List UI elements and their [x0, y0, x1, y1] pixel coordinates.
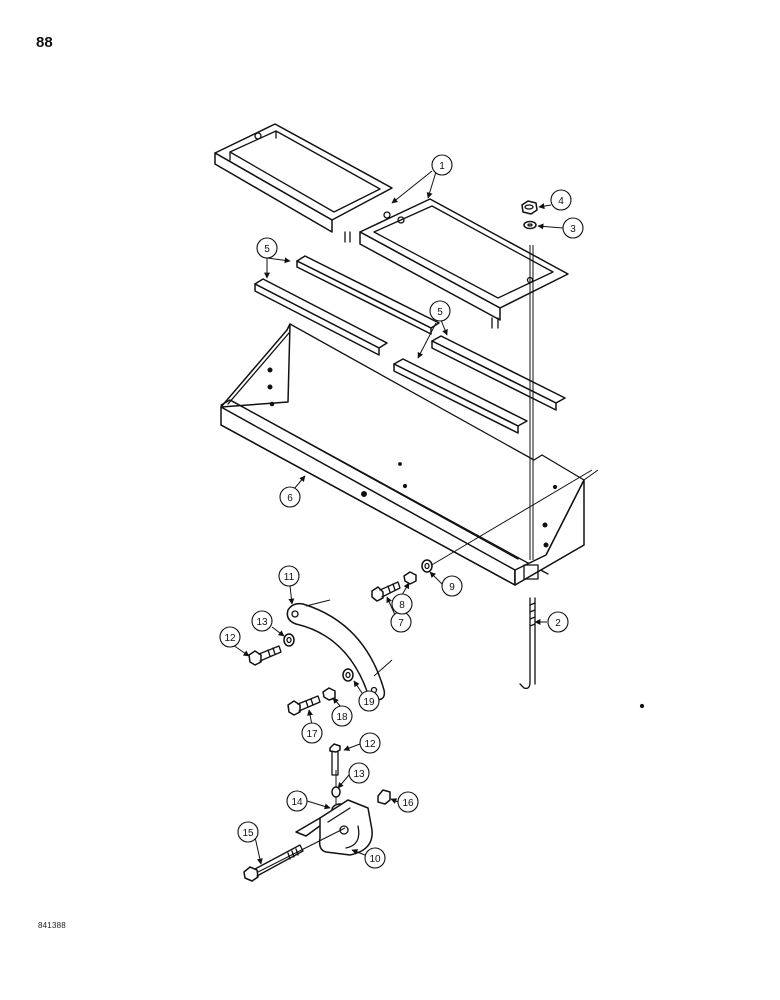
callout-label: 13 [256, 617, 268, 628]
callout-label: 14 [291, 797, 303, 808]
callout-label: 11 [284, 572, 295, 583]
callout-label: 6 [287, 493, 293, 504]
callout-13-lower: 13 [348, 762, 370, 784]
step-tread-left [214, 123, 393, 243]
callout-2: 2 [547, 611, 569, 633]
callout-label: 5 [437, 307, 443, 318]
callout-label: 12 [224, 633, 236, 644]
callout-label: 16 [402, 798, 414, 809]
callout-label: 15 [242, 828, 254, 839]
step-box [220, 323, 599, 586]
callout-16: 16 [397, 791, 419, 813]
callout-9: 9 [441, 575, 463, 597]
callout-label: 5 [264, 244, 270, 255]
box-bolt-set [371, 469, 593, 602]
callout-3: 3 [562, 217, 584, 239]
bracket-bolt-set [287, 668, 354, 716]
callout-15: 15 [237, 821, 259, 843]
hardware-rod [519, 200, 538, 690]
callout-label: 17 [306, 729, 318, 740]
callout-7: 7 [390, 611, 412, 633]
callout-17: 17 [301, 722, 323, 744]
drawing-code: 841388 [38, 921, 66, 930]
callout-11: 11 [278, 565, 300, 587]
callout-label: 8 [399, 600, 405, 611]
callout-label: 3 [570, 224, 576, 235]
page-number: 88 [36, 34, 53, 51]
callout-6: 6 [279, 486, 301, 508]
callout-label: 12 [364, 739, 376, 750]
callout-label: 18 [336, 712, 348, 723]
callout-label: 13 [353, 769, 365, 780]
callout-label: 19 [363, 697, 375, 708]
callout-label: 10 [369, 854, 381, 865]
wear-strips [254, 255, 566, 434]
callout-label: 1 [439, 161, 445, 172]
callout-18: 18 [331, 705, 353, 727]
callout-13-upper: 13 [251, 610, 273, 632]
callout-12-upper: 12 [219, 626, 241, 648]
callout-label: 7 [398, 618, 404, 629]
mounting-bracket [243, 743, 391, 882]
callout-14: 14 [286, 790, 308, 812]
callout-8: 8 [391, 593, 413, 615]
callout-5-lower: 5 [429, 300, 451, 322]
callout-19: 19 [358, 690, 380, 712]
callout-12-lower: 12 [359, 732, 381, 754]
step-tread-right [359, 198, 569, 329]
stray-dot [639, 703, 645, 709]
callout-label: 2 [555, 618, 561, 629]
callout-1: 1 [431, 154, 453, 176]
callout-10: 10 [364, 847, 386, 869]
callout-5-upper: 5 [256, 237, 278, 259]
callout-label: 4 [558, 196, 564, 207]
callout-label: 9 [449, 582, 455, 593]
callout-4: 4 [550, 189, 572, 211]
